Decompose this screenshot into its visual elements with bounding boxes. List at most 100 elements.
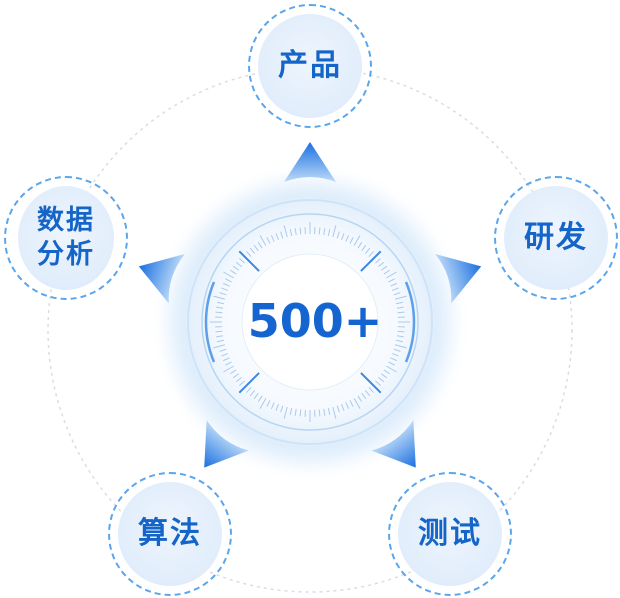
node-rnd[interactable]: 研发 <box>494 176 618 300</box>
tick-mark <box>275 233 279 241</box>
tick-mark <box>383 369 390 375</box>
tick-mark <box>270 235 275 242</box>
tick-mark <box>378 261 385 268</box>
major-tick <box>360 372 382 394</box>
tick-mark <box>283 406 288 419</box>
tick-mark <box>289 407 293 416</box>
tick-mark <box>299 409 302 417</box>
node-testing-label: 测试 <box>398 482 502 586</box>
tick-mark <box>246 387 252 393</box>
tick-mark <box>345 235 350 242</box>
node-data-analysis-label: 数据分析 <box>18 186 114 290</box>
major-tick-marks <box>238 250 382 394</box>
tick-mark <box>223 365 235 373</box>
tick-mark <box>216 306 224 309</box>
tick-mark <box>395 301 404 305</box>
outer-ring <box>187 199 433 445</box>
tick-mark <box>323 408 326 416</box>
tick-mark <box>294 228 297 236</box>
tick-mark <box>396 306 404 309</box>
tick-mark <box>249 247 256 254</box>
tick-mark <box>357 395 363 402</box>
tick-mark <box>216 301 225 305</box>
tick-mark <box>215 311 223 314</box>
tick-mark <box>294 408 297 416</box>
tick-mark <box>249 390 256 397</box>
tick-mark <box>270 402 275 409</box>
node-data-analysis[interactable]: 数据分析 <box>4 176 128 300</box>
tick-mark <box>393 292 401 296</box>
arc-right <box>404 281 416 363</box>
node-product-label: 产品 <box>258 14 362 118</box>
inner-ring <box>241 253 379 391</box>
tick-mark <box>223 282 230 287</box>
tick-mark <box>327 228 331 237</box>
tick-mark <box>239 380 245 386</box>
tick-mark <box>364 247 371 254</box>
tick-mark <box>280 231 284 239</box>
node-algorithm-label: 算法 <box>118 482 222 586</box>
tick-mark <box>385 271 397 279</box>
tick-mark <box>318 227 321 235</box>
node-product[interactable]: 产品 <box>248 4 372 128</box>
tick-mark <box>341 233 345 241</box>
tick-mark <box>216 339 225 343</box>
tick-mark <box>230 369 237 375</box>
middle-ring <box>201 213 419 431</box>
tick-mark <box>368 387 374 393</box>
tick-mark <box>266 237 271 244</box>
tick-mark <box>223 357 230 362</box>
node-testing[interactable]: 测试 <box>388 472 512 596</box>
tick-mark <box>380 373 388 379</box>
tick-mark <box>375 258 381 264</box>
tick-mark <box>253 392 259 400</box>
tick-mark <box>332 225 337 238</box>
tick-mark <box>361 244 367 252</box>
tick-mark <box>280 405 284 413</box>
tick-mark <box>275 403 279 411</box>
tick-mark <box>225 278 232 283</box>
tick-mark <box>349 237 354 244</box>
tick-mark <box>232 373 240 379</box>
tick-mark <box>213 295 226 300</box>
tick-mark <box>388 361 395 366</box>
arrow-right <box>435 254 482 304</box>
tick-mark <box>235 376 242 383</box>
tick-mark <box>257 242 263 249</box>
tick-mark <box>259 235 267 247</box>
center-value: 500+ <box>247 294 383 348</box>
tick-mark <box>257 395 263 402</box>
tick-mark <box>396 335 404 338</box>
tick-mark <box>327 407 331 416</box>
major-tick <box>360 250 382 272</box>
node-algorithm[interactable]: 算法 <box>108 472 232 596</box>
tick-mark <box>223 271 235 279</box>
tick-mark <box>289 228 293 237</box>
tick-mark <box>221 287 229 291</box>
tick-mark <box>219 348 227 352</box>
tick-mark <box>213 344 226 349</box>
tick-mark <box>364 390 371 397</box>
ring-arcs <box>204 281 416 363</box>
tick-mark <box>299 227 302 235</box>
tick-mark <box>345 402 350 409</box>
arrow-top <box>284 142 336 182</box>
tick-mark <box>385 365 397 373</box>
tick-mark <box>394 295 407 300</box>
tick-mark <box>397 311 405 314</box>
tick-mark <box>341 403 345 411</box>
tick-mark <box>246 251 252 257</box>
tick-mark <box>380 265 388 271</box>
tick-mark <box>349 400 354 407</box>
tick-mark <box>390 282 397 287</box>
tick-mark <box>397 330 405 333</box>
tick-mark <box>353 235 361 247</box>
tick-mark <box>375 380 381 386</box>
tick-mark <box>215 330 223 333</box>
arrow-bottom-left <box>204 419 249 468</box>
tick-mark <box>332 406 337 419</box>
tick-mark <box>219 292 227 296</box>
tick-mark <box>391 287 399 291</box>
arrow-bottom-right <box>371 419 416 468</box>
